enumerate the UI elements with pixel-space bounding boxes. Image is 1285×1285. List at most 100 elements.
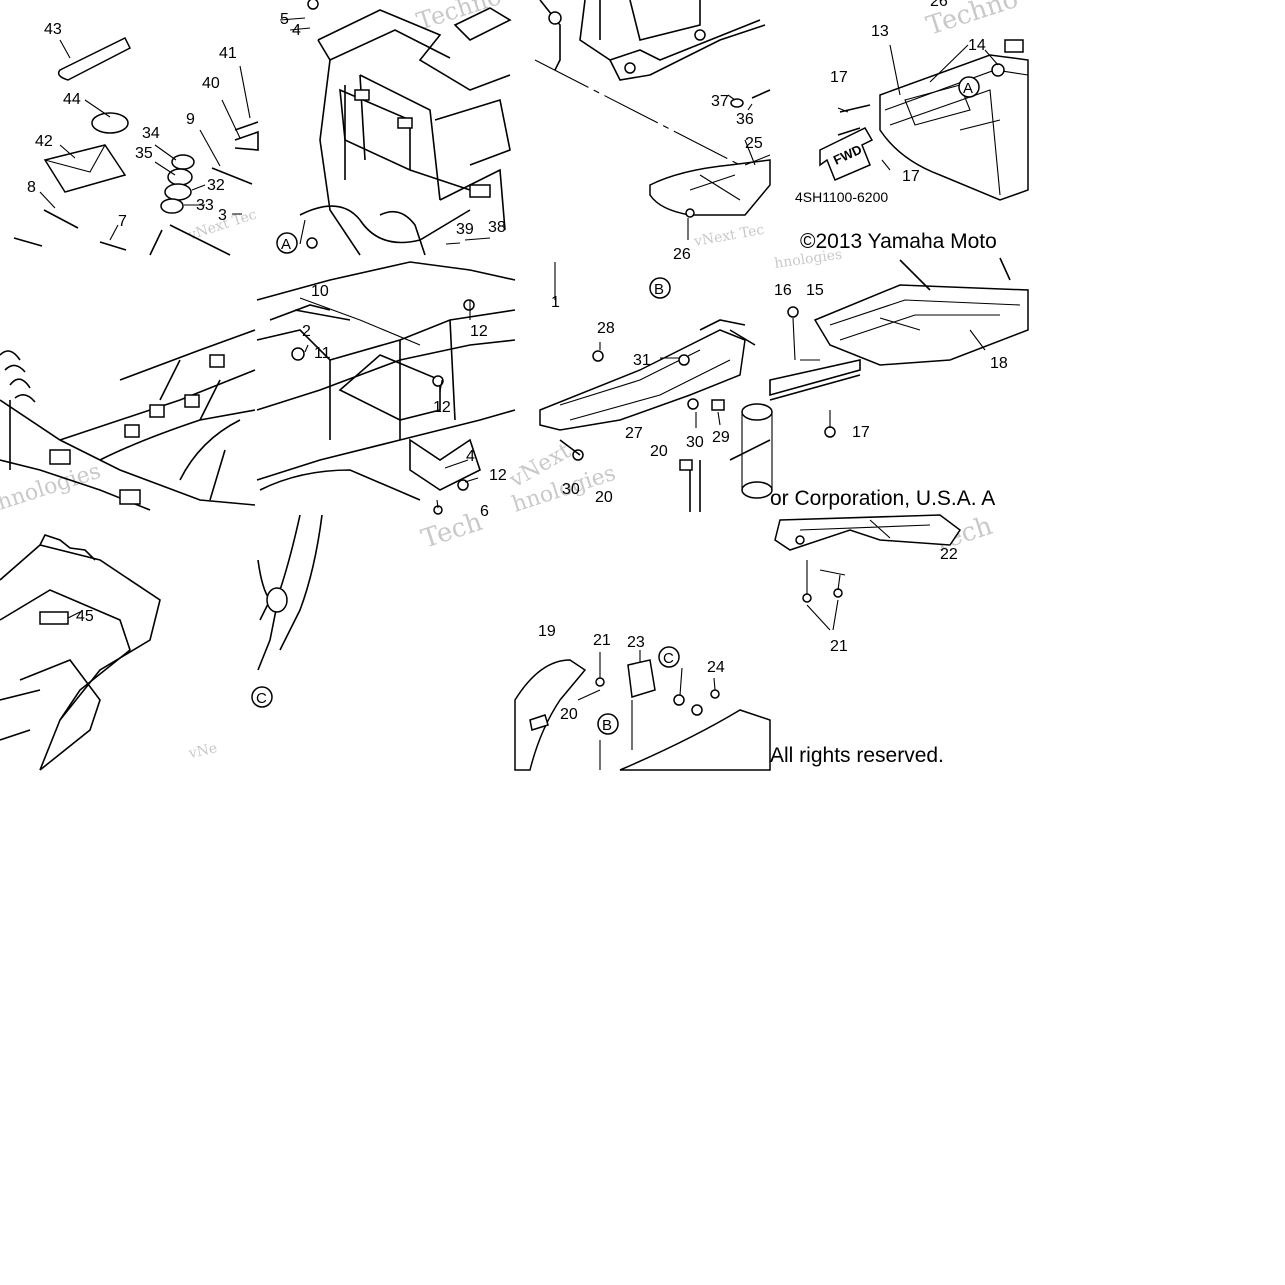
callout-26b: 26: [930, 0, 948, 10]
callout-1: 1: [551, 294, 560, 311]
callout-25: 25: [745, 135, 763, 152]
copyright-line-3: All rights reserved.: [770, 744, 944, 767]
watermarks: vNext Tec vNext Tec Techno Techno hnolog…: [0, 0, 1022, 766]
ref-marker-b-2-label: B: [602, 717, 612, 734]
callout-7: 7: [118, 213, 127, 230]
copyright-line-2: or Corporation, U.S.A. A: [770, 487, 995, 510]
watermark: hnologies: [0, 459, 104, 516]
callout-30: 30: [686, 434, 704, 451]
callout-20b: 20: [595, 489, 613, 506]
callout-14: 14: [968, 37, 986, 54]
tile-guard-rear: [774, 514, 962, 631]
callout-34: 34: [142, 125, 160, 142]
tile-footrest-rear: [539, 262, 773, 512]
ref-marker-c: [658, 646, 680, 668]
callout-17: 17: [830, 69, 848, 86]
copyright-line-1: ©2013 Yamaha Moto: [800, 230, 997, 253]
tile-footrest-front: [534, 0, 771, 240]
callout-45: 45: [76, 608, 94, 625]
tile-frame-side: [0, 329, 256, 511]
callout-12c: 12: [489, 467, 507, 484]
tile-frame-lower: [257, 514, 323, 671]
ref-marker-c-2-label: C: [256, 690, 267, 707]
callout-38: 38: [488, 219, 506, 236]
callout-33: 33: [196, 197, 214, 214]
callout-44: 44: [63, 91, 81, 108]
callout-37: 37: [711, 93, 729, 110]
bolt-lower-left-shape: [13, 237, 43, 247]
fwd-arrow-shape: [819, 127, 874, 181]
callout-4b: 4: [466, 448, 475, 465]
callout-17c: 17: [852, 424, 870, 441]
callout-28: 28: [597, 320, 615, 337]
watermark: vNext Tec: [692, 222, 766, 250]
callout-26: 26: [673, 246, 691, 263]
reference-markers: A A B B C C: [251, 76, 980, 735]
tile-frame-center: [256, 261, 516, 515]
washer-32-shape: [164, 183, 192, 201]
callout-6: 6: [480, 503, 489, 520]
callout-13: 13: [871, 23, 889, 40]
callout-8: 8: [27, 179, 36, 196]
bolt-7-shape: [99, 241, 127, 251]
callout-12b: 12: [433, 399, 451, 416]
ref-marker-a: [276, 232, 298, 254]
ref-marker-b-2: [597, 713, 619, 735]
callout-3: 3: [218, 207, 227, 224]
ref-marker-b: [649, 277, 671, 299]
callout-2: 2: [302, 323, 311, 340]
callout-30b: 30: [562, 481, 580, 498]
nut-34-shape: [171, 154, 195, 170]
oring-44-shape: [91, 112, 129, 134]
ref-marker-a-label: A: [281, 236, 291, 253]
tile-small-parts: [13, 36, 259, 256]
tile-footboard-rear: [769, 257, 1029, 438]
callout-4: 4: [292, 22, 301, 39]
callout-36: 36: [736, 111, 754, 128]
callout-27: 27: [625, 425, 643, 442]
callout-29: 29: [712, 429, 730, 446]
watermark: vNe: [187, 740, 219, 762]
tile-frame-front: [279, 0, 512, 256]
callout-24: 24: [707, 659, 725, 676]
manual-bag-42-shape: [43, 144, 127, 193]
callout-23: 23: [627, 634, 645, 651]
drawing-code: 4SH1100-6200: [795, 189, 888, 205]
ref-marker-a-2-label: A: [963, 80, 973, 97]
washer-35-shape: [167, 168, 193, 186]
callout-10: 10: [311, 283, 329, 300]
ref-marker-c-2: [251, 686, 273, 708]
part-23-shape: [627, 659, 656, 698]
bolt-9-shape: [211, 167, 253, 185]
callout-41: 41: [219, 45, 237, 62]
callout-21b: 21: [593, 632, 611, 649]
callout-21: 21: [830, 638, 848, 655]
part-45-shape: [39, 611, 69, 625]
callout-15: 15: [806, 282, 824, 299]
callout-40: 40: [202, 75, 220, 92]
callout-32: 32: [207, 177, 225, 194]
watermark: Tech: [418, 507, 486, 555]
callout-9: 9: [186, 111, 195, 128]
strap-43-shape: [57, 36, 132, 81]
callout-18: 18: [990, 355, 1008, 372]
part-20-shape: [529, 714, 549, 731]
tile-footboard-front: [819, 39, 1029, 201]
callout-39: 39: [456, 221, 474, 238]
washer-33-shape: [160, 198, 184, 214]
callout-22: 22: [940, 546, 958, 563]
callout-19: 19: [538, 623, 556, 640]
callout-11: 11: [314, 345, 331, 362]
callout-31: 31: [633, 352, 651, 369]
callout-17b: 17: [902, 168, 920, 185]
callout-42: 42: [35, 133, 53, 150]
callout-16: 16: [774, 282, 792, 299]
ref-marker-a-2: [958, 76, 980, 98]
callout-labels: 43 44 42 34 35 32 33 9 40 41 8 7 3 5 4 3…: [27, 0, 1008, 723]
callout-5: 5: [280, 11, 289, 28]
tile-frame-rear: [0, 534, 161, 771]
callout-20c: 20: [560, 706, 578, 723]
callout-43: 43: [44, 21, 62, 38]
callout-20: 20: [650, 443, 668, 460]
